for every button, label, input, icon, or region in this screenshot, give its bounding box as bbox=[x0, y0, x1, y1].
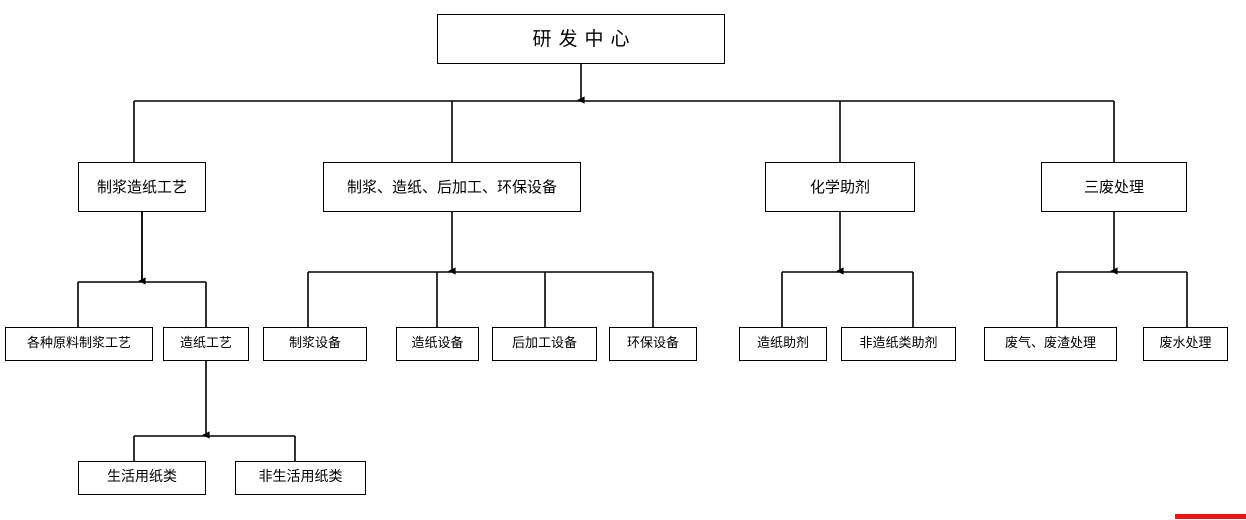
accent-bar bbox=[1175, 514, 1246, 519]
node-equipment-label: 制浆、造纸、后加工、环保设备 bbox=[346, 177, 557, 196]
node-pulp-paper-process[interactable]: 制浆造纸工艺 bbox=[78, 162, 206, 212]
node-three-wastes-treatment-label: 三废处理 bbox=[1083, 177, 1144, 196]
node-environmental-equipment[interactable]: 环保设备 bbox=[609, 327, 697, 361]
node-non-papermaking-additives[interactable]: 非造纸类助剂 bbox=[841, 327, 956, 361]
node-household-paper-label: 生活用纸类 bbox=[107, 469, 177, 486]
node-household-paper[interactable]: 生活用纸类 bbox=[78, 461, 206, 495]
node-wastewater-treatment[interactable]: 废水处理 bbox=[1143, 327, 1228, 361]
node-chemical-additives[interactable]: 化学助剂 bbox=[765, 162, 915, 212]
node-non-household-paper-label: 非生活用纸类 bbox=[258, 469, 343, 486]
node-non-household-paper[interactable]: 非生活用纸类 bbox=[235, 461, 366, 495]
node-rd-center[interactable]: 研发中心 bbox=[437, 14, 725, 64]
node-three-wastes-treatment[interactable]: 三废处理 bbox=[1041, 162, 1187, 212]
node-waste-gas-residue-treatment-label: 废气、废渣处理 bbox=[1004, 335, 1096, 351]
node-wastewater-treatment-label: 废水处理 bbox=[1159, 335, 1212, 351]
node-papermaking-equipment-label: 造纸设备 bbox=[411, 335, 464, 351]
node-raw-material-pulping-process-label: 各种原料制浆工艺 bbox=[26, 335, 131, 351]
node-pulp-paper-process-label: 制浆造纸工艺 bbox=[96, 177, 187, 196]
node-papermaking-process-label: 造纸工艺 bbox=[179, 335, 232, 351]
node-papermaking-equipment[interactable]: 造纸设备 bbox=[396, 327, 479, 361]
node-pulping-equipment-label: 制浆设备 bbox=[288, 335, 341, 351]
node-post-processing-equipment-label: 后加工设备 bbox=[511, 335, 577, 351]
node-post-processing-equipment[interactable]: 后加工设备 bbox=[492, 327, 597, 361]
node-rd-center-label: 研发中心 bbox=[532, 27, 637, 50]
node-papermaking-additives-label: 造纸助剂 bbox=[756, 335, 809, 351]
node-pulping-equipment[interactable]: 制浆设备 bbox=[263, 327, 367, 361]
node-chemical-additives-label: 化学助剂 bbox=[809, 177, 870, 196]
node-papermaking-additives[interactable]: 造纸助剂 bbox=[739, 327, 827, 361]
node-waste-gas-residue-treatment[interactable]: 废气、废渣处理 bbox=[984, 327, 1117, 361]
node-environmental-equipment-label: 环保设备 bbox=[626, 335, 679, 351]
node-equipment[interactable]: 制浆、造纸、后加工、环保设备 bbox=[323, 162, 581, 212]
node-non-papermaking-additives-label: 非造纸类助剂 bbox=[859, 335, 938, 351]
node-raw-material-pulping-process[interactable]: 各种原料制浆工艺 bbox=[5, 327, 153, 361]
node-papermaking-process[interactable]: 造纸工艺 bbox=[163, 327, 249, 361]
